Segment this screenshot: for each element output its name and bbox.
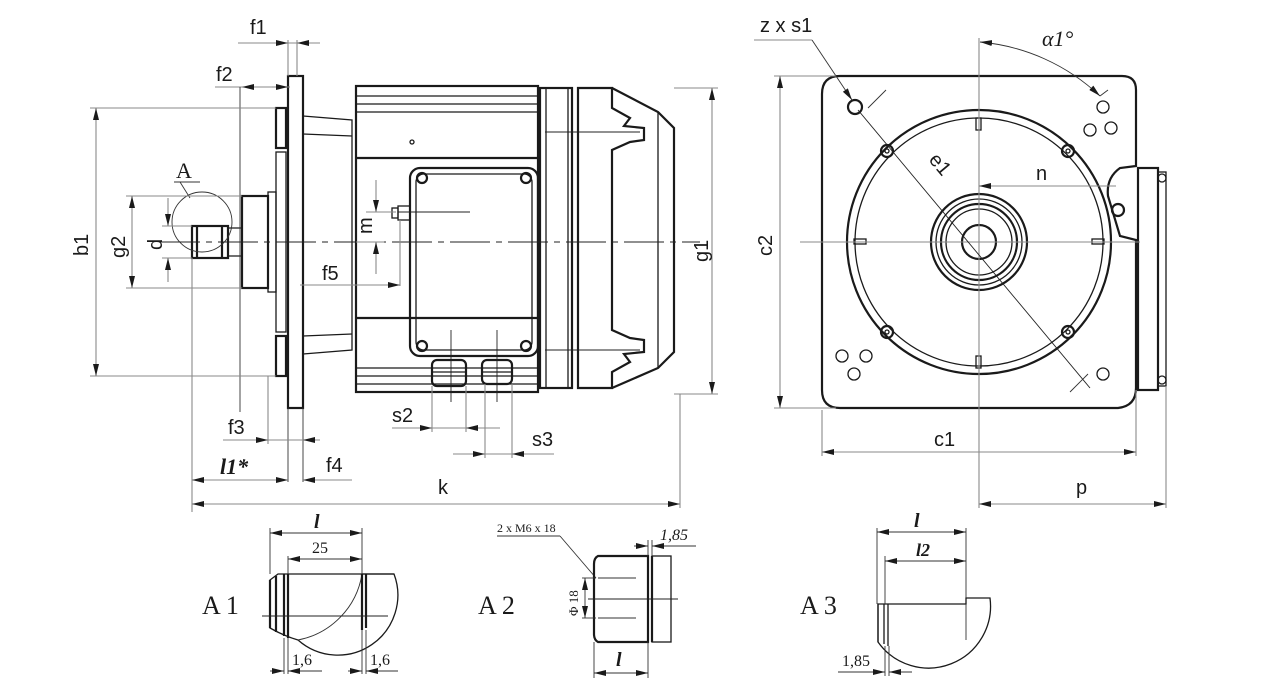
detail-a1-groove-left: 1,6 xyxy=(292,652,312,669)
detail-a2-thread: 2 x M6 x 18 xyxy=(497,521,556,535)
detail-a2: A 2 2 x M6 x 18 Φ 18 1,85 l xyxy=(478,521,696,678)
detail-a2-dia: Φ 18 xyxy=(566,590,581,616)
detail-a-ref: A xyxy=(176,158,192,183)
detail-a1: A 1 l 25 1,6 1,6 xyxy=(202,511,399,674)
detail-a1-l: l xyxy=(314,511,320,533)
dim-m: m xyxy=(355,217,377,234)
front-view xyxy=(800,38,1167,508)
detail-a3-groove: 1,85 xyxy=(842,653,870,670)
dim-z-x-s1: z x s1 xyxy=(760,15,812,37)
detail-a-circle xyxy=(171,191,233,253)
terminal-box xyxy=(391,166,540,388)
dim-s2: s2 xyxy=(392,405,413,427)
dim-b1: b1 xyxy=(71,234,93,256)
dim-f3: f3 xyxy=(228,417,245,439)
detail-a1-title: A 1 xyxy=(202,591,239,620)
detail-a3-title: A 3 xyxy=(800,591,837,620)
dim-alpha1: α1° xyxy=(1042,26,1074,51)
detail-a2-groove: 1,85 xyxy=(660,527,688,544)
detail-a3-l: l xyxy=(914,510,920,532)
dim-d: d xyxy=(145,239,167,250)
dim-s3: s3 xyxy=(532,429,553,451)
side-view: A xyxy=(160,74,700,410)
motor-body xyxy=(354,84,540,394)
detail-a1-25: 25 xyxy=(312,540,328,557)
side-view-dimensions: f1 f2 b1 g2 d m f5 g1 xyxy=(71,17,718,512)
detail-a1-groove-right: 1,6 xyxy=(370,652,390,669)
detail-a3: A 3 l l2 1,85 xyxy=(800,510,992,676)
detail-a2-l: l xyxy=(616,649,622,671)
dim-f4: f4 xyxy=(326,455,343,477)
dim-f2: f2 xyxy=(216,64,233,86)
dim-f5: f5 xyxy=(322,263,339,285)
dim-g2: g2 xyxy=(108,236,130,258)
dim-n: n xyxy=(1036,163,1047,185)
flange-plate xyxy=(820,74,1138,410)
end-cap xyxy=(538,86,676,390)
dim-e1: e1 xyxy=(924,149,955,180)
flange-bolts xyxy=(879,143,1076,340)
dim-g1: g1 xyxy=(691,240,713,262)
dim-c2: c2 xyxy=(755,235,777,256)
front-view-dimensions: z x s1 α1° e1 n c2 c1 p xyxy=(754,15,1167,508)
dim-p: p xyxy=(1076,477,1087,499)
dim-l1: l1* xyxy=(220,454,249,479)
detail-a3-l2: l2 xyxy=(916,540,930,560)
dim-f1: f1 xyxy=(250,17,267,39)
dim-c1: c1 xyxy=(934,429,955,451)
dim-k: k xyxy=(438,477,449,499)
detail-a2-title: A 2 xyxy=(478,591,515,620)
